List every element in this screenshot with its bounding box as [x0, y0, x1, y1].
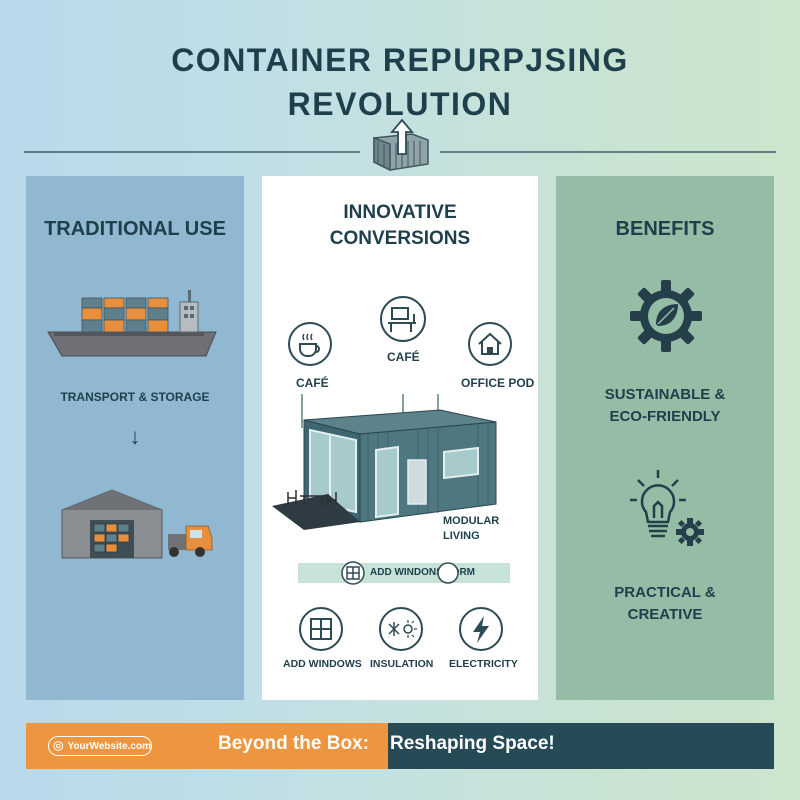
- feature-bar-dot-icon: [437, 562, 459, 584]
- benefit-1-line-2: ECO-FRIENDLY: [609, 408, 721, 425]
- traditional-use-panel: TRADITIONAL USE TRANSPORT & STORAGE ↓: [26, 176, 244, 700]
- header-divider-right: [440, 151, 776, 153]
- innovative-conversions-heading: INNOVATIVE CONVERSIONS: [262, 200, 538, 252]
- transport-storage-caption: TRANSPORT & STORAGE: [60, 390, 210, 404]
- website-url: YourWebsite.com: [67, 740, 151, 752]
- container-with-up-arrow-icon: [373, 118, 429, 172]
- benefits-panel: BENEFITS SUSTAINABLE & ECO-FRIENDLY: [556, 176, 774, 700]
- benefit-sustainable: SUSTAINABLE & ECO-FRIENDLY: [556, 384, 774, 428]
- gear-leaf-icon: [630, 280, 702, 352]
- page-title: CONTAINER REPURPJSING REVOLUTION: [0, 40, 800, 124]
- benefit-1-line-1: SUSTAINABLE &: [604, 386, 726, 403]
- down-arrow-icon: ↓: [129, 424, 141, 449]
- desk-icon: [380, 296, 426, 342]
- benefit-2-line-1: PRACTICAL &: [614, 584, 716, 601]
- lightning-bolt-icon: [459, 607, 503, 651]
- insulation-snowflake-sun-icon: [379, 607, 423, 651]
- heading-line-2: CONVERSIONS: [329, 228, 471, 249]
- feature-label-add-windows: ADD WINDOWS: [283, 658, 362, 670]
- callout-modular-living: MODULAR LIVING: [443, 514, 499, 544]
- header-divider-left: [24, 151, 360, 153]
- callout-office-pod: OFFICE POD: [461, 376, 535, 390]
- lightbulb-gear-icon: [630, 470, 704, 546]
- feature-label-electricity: ELECTRICITY: [449, 658, 518, 670]
- benefits-heading: BENEFITS: [615, 218, 715, 240]
- feature-label-insulation: INSULATION: [370, 658, 434, 670]
- feature-bar-text: ADD WINDONS EDRM: [370, 567, 475, 578]
- title-line-1: CONTAINER REPURPJSING: [171, 42, 629, 78]
- cargo-ship-icon: [47, 290, 217, 357]
- website-link[interactable]: YourWebsite.com: [48, 736, 152, 756]
- converted-container-illustration: [272, 394, 497, 530]
- traditional-use-heading: TRADITIONAL USE: [44, 218, 226, 240]
- tagline-part-2: Reshaping Space!: [390, 733, 555, 754]
- footer-right-band: [388, 723, 774, 769]
- callout-cafe-center: CAFÉ: [387, 350, 420, 364]
- tagline-part-1: Beyond the Box:: [218, 733, 369, 754]
- modular-line-1: MODULAR: [443, 515, 500, 527]
- modular-line-2: LIVING: [443, 530, 480, 542]
- heading-line-1: INNOVATIVE: [343, 202, 457, 223]
- callout-cafe-left: CAFÉ: [296, 376, 329, 390]
- benefit-2-line-2: CREATIVE: [627, 606, 703, 623]
- window-icon: [299, 607, 343, 651]
- title-line-2: REVOLUTION: [287, 86, 513, 122]
- coffee-cup-icon: [288, 322, 332, 366]
- house-icon: [468, 322, 512, 366]
- feature-bar-window-icon: [341, 561, 365, 585]
- benefit-practical: PRACTICAL & CREATIVE: [556, 582, 774, 626]
- footer-left-band: [26, 723, 388, 769]
- warehouse-with-truck-icon: [61, 489, 213, 559]
- globe-icon: [53, 741, 64, 751]
